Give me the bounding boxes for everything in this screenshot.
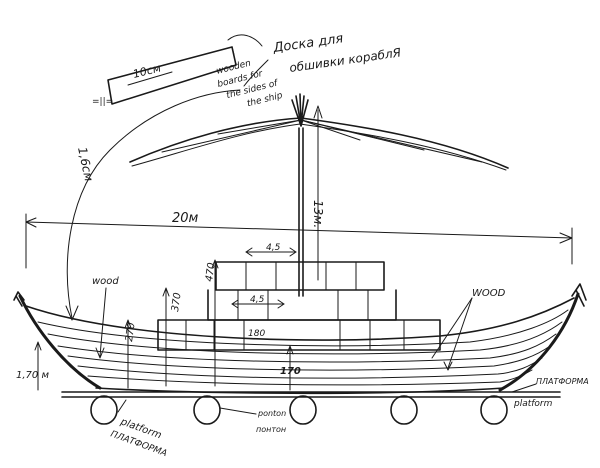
ponton-en-label: ponton [257, 409, 286, 418]
platform [61, 391, 561, 398]
platform-en-right-label: platform [513, 399, 553, 409]
height-370-label: 370 [170, 292, 184, 312]
hull-height-label: 1,70 м [16, 370, 49, 381]
platform-ru-right-label: ПЛАТФОРМА [536, 377, 589, 386]
wood-right-label: WOOD [472, 288, 506, 299]
ponton-ru-label: понтон [256, 425, 286, 434]
plank-width-label: 10см [132, 61, 163, 80]
pontoons [90, 395, 508, 425]
plank-gap-mark: =||= [92, 97, 113, 107]
hull: 1,70 м [13, 283, 587, 395]
length-label: 20м [172, 211, 199, 226]
mast-height-label: 13м. [311, 200, 325, 228]
sail-yard [129, 117, 509, 171]
height-170-label: 170 [280, 366, 301, 377]
cabin-width-top-label: 4,5 [266, 243, 281, 253]
cabin-width-mid-label: 4,5 [250, 295, 265, 305]
doska-label-line1: Доска для [271, 31, 344, 56]
height-180-label: 180 [248, 329, 265, 339]
plank-thickness-label: 1,6см [75, 146, 96, 183]
height-470-label: 470 [204, 262, 218, 282]
mast [291, 93, 309, 297]
cabin [157, 261, 441, 351]
height-270-label: 270 [124, 322, 138, 342]
wooden-boards-note: wooden boards for the sides of the ship [215, 58, 284, 109]
wood-left-label: wood [92, 276, 119, 287]
